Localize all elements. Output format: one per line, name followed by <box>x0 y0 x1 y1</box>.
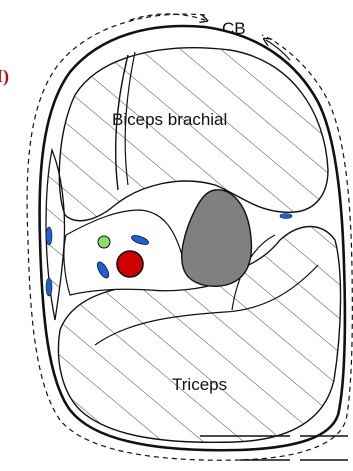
superficial-vein-3 <box>280 214 292 219</box>
brachial-artery <box>117 251 143 277</box>
superficial-vein-1 <box>46 227 52 245</box>
superficial-vein-2 <box>46 278 52 296</box>
panel-label: I) <box>0 66 9 87</box>
triceps-label: Triceps <box>172 375 227 394</box>
median-nerve <box>98 236 110 248</box>
biceps-label: Biceps brachial <box>112 110 227 129</box>
